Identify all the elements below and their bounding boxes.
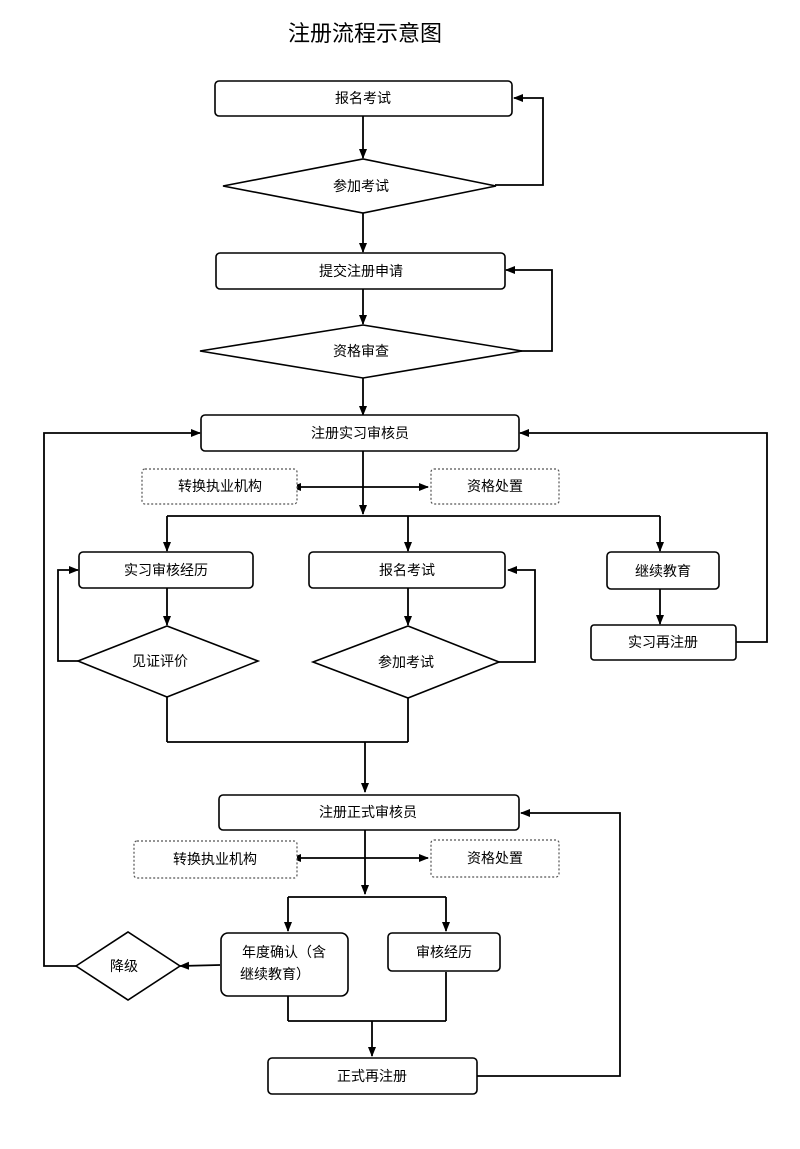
node-n11: 见证评价 [75, 625, 261, 698]
node-n19: 降级 [74, 931, 182, 1001]
svg-text:降级: 降级 [110, 959, 138, 975]
edge-n4-loop [505, 266, 553, 352]
page-title: 注册流程示意图 [287, 22, 442, 47]
node-n13: 实习再注册 [590, 624, 737, 661]
svg-text:年度确认（含: 年度确认（含 [242, 945, 326, 961]
node-n10: 继续教育 [606, 551, 720, 590]
edge-n11-loop [57, 566, 79, 662]
svg-text:正式再注册: 正式再注册 [337, 1069, 407, 1085]
node-n6: 转换执业机构 [141, 468, 298, 505]
svg-text:注册正式审核员: 注册正式审核员 [319, 805, 417, 821]
edge-n2-loop [495, 94, 544, 186]
node-n1: 报名考试 [214, 80, 513, 117]
node-n3: 提交注册申请 [215, 252, 506, 290]
svg-text:资格处置: 资格处置 [467, 479, 523, 495]
svg-text:转换执业机构: 转换执业机构 [178, 478, 262, 495]
svg-text:提交注册申请: 提交注册申请 [319, 263, 403, 280]
svg-text:实习审核经历: 实习审核经历 [124, 563, 208, 579]
svg-text:报名考试: 报名考试 [335, 91, 391, 107]
svg-text:继续教育）: 继续教育） [240, 966, 310, 983]
edge-n20-n14 [477, 809, 621, 1077]
node-n9: 报名考试 [308, 551, 506, 589]
node-n14: 注册正式审核员 [218, 794, 520, 831]
node-n4: 资格审查 [199, 324, 523, 379]
node-n8: 实习审核经历 [78, 551, 254, 589]
edge-n19-n5 [43, 429, 201, 967]
edge-n13-n5 [519, 429, 768, 643]
node-n16: 资格处置 [430, 839, 560, 878]
svg-text:资格审查: 资格审查 [333, 344, 389, 360]
svg-text:转换执业机构: 转换执业机构 [173, 851, 257, 868]
node-n17: 年度确认（含 继续教育） [220, 932, 349, 997]
node-n20: 正式再注册 [267, 1057, 478, 1095]
svg-text:审核经历: 审核经历 [416, 945, 472, 961]
svg-text:注册实习审核员: 注册实习审核员 [311, 426, 409, 442]
node-n18: 审核经历 [387, 932, 501, 972]
edge-n12-loop [498, 566, 536, 663]
node-n15: 转换执业机构 [133, 840, 298, 879]
svg-text:实习再注册: 实习再注册 [628, 635, 698, 651]
svg-text:见证评价: 见证评价 [132, 654, 188, 670]
svg-text:参加考试: 参加考试 [378, 654, 434, 671]
node-n7: 资格处置 [430, 468, 560, 505]
svg-text:报名考试: 报名考试 [379, 563, 435, 579]
connectors [43, 94, 768, 1077]
node-n2: 参加考试 [222, 158, 497, 214]
edge-n17-n19 [179, 961, 221, 970]
node-n5: 注册实习审核员 [200, 414, 520, 452]
node-n12: 参加考试 [310, 625, 502, 699]
svg-text:继续教育: 继续教育 [635, 563, 691, 580]
svg-text:参加考试: 参加考试 [333, 178, 389, 195]
svg-text:资格处置: 资格处置 [467, 851, 523, 867]
